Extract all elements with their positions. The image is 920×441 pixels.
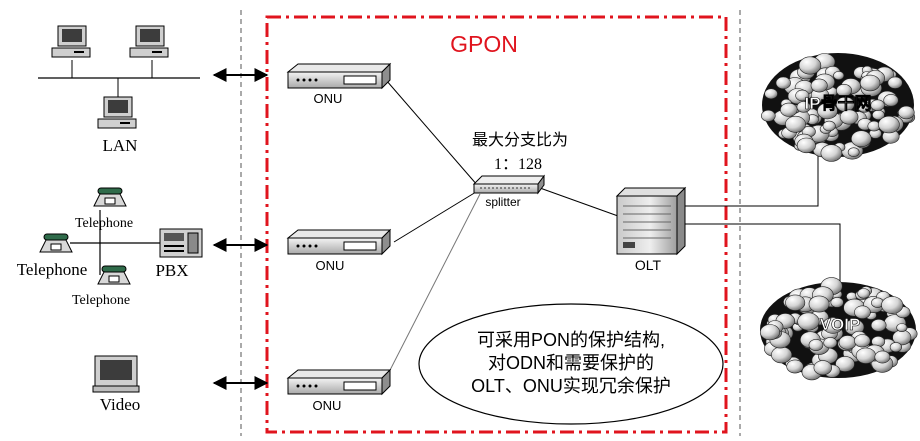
computer-icon — [129, 25, 169, 58]
cloud-pebble — [859, 74, 881, 92]
telephone-icon — [93, 187, 127, 207]
onu-label-3: ONU — [313, 398, 342, 413]
onu-device-1 — [286, 62, 392, 90]
video-group: Video — [92, 355, 141, 414]
cloud-pebble — [808, 339, 824, 351]
ip-backbone-cloud — [760, 53, 916, 162]
cloud-pebble — [835, 84, 852, 97]
lan-group: LAN — [38, 25, 200, 155]
telephone-icon — [97, 265, 131, 285]
cloud-pebble — [786, 359, 804, 374]
olt-uplink-voip — [685, 223, 841, 300]
cloud-pebble — [785, 115, 806, 133]
cloud-pebble — [838, 335, 857, 350]
cloud-pebble — [785, 294, 806, 311]
cloud-pebble — [798, 56, 822, 75]
video-terminal-icon — [92, 355, 140, 393]
cloud-pebble — [810, 78, 828, 93]
protection-note-line3: OLT、ONU实现冗余保护 — [471, 376, 671, 396]
pbx-icon — [159, 228, 203, 258]
telephony-group: Telephone Telephone Telephone PBX — [17, 187, 203, 308]
cloud-pebble — [854, 305, 871, 319]
fiber-line-olt — [539, 187, 619, 217]
telephone-label-left: Telephone — [17, 260, 88, 279]
cloud-pebble — [833, 71, 845, 81]
cloud-pebble — [764, 88, 778, 100]
cloud-pebble — [830, 297, 844, 308]
splitter-label: splitter — [485, 195, 520, 209]
splitter-device — [472, 174, 545, 195]
cloud-pebble — [808, 295, 830, 313]
cloud-pebble — [896, 323, 908, 332]
protection-note-ellipse — [418, 303, 724, 425]
telephone-label-bottom: Telephone — [72, 293, 130, 308]
voip-cloud — [759, 277, 918, 381]
cloud-pebble — [795, 89, 810, 102]
cloud-pebble — [857, 288, 871, 299]
cloud-pebble — [874, 350, 891, 364]
pbx-label: PBX — [155, 261, 188, 280]
cloud-pebble — [796, 137, 816, 154]
fiber-line-onu2 — [393, 191, 477, 243]
cloud-pebble — [887, 76, 903, 89]
cloud-pebble — [855, 347, 877, 364]
olt-label: OLT — [635, 257, 662, 273]
split-ratio-value: 1：128 — [494, 156, 542, 173]
split-ratio-title: 最大分支比为 — [472, 131, 568, 149]
onu-label-2: ONU — [316, 258, 345, 273]
onu-device-2 — [286, 228, 392, 256]
olt-device — [615, 186, 687, 256]
cloud-pebble — [820, 144, 843, 162]
cloud-pebble — [822, 317, 844, 334]
cloud-pebble — [839, 109, 859, 125]
cloud-pebble — [813, 360, 832, 376]
cloud-pebble — [897, 105, 915, 120]
cloud-pebble — [889, 342, 903, 353]
cloud-pebble — [870, 318, 887, 332]
protection-note-line2: 对ODN和需要保护的 — [488, 353, 654, 373]
cloud-pebble — [780, 102, 798, 117]
cloud-pebble — [850, 130, 872, 147]
cloud-pebble — [797, 312, 820, 331]
cloud-pebble — [775, 76, 791, 90]
cloud-pebble — [854, 334, 871, 348]
cloud-pebble — [847, 147, 860, 157]
computer-icon — [97, 96, 137, 129]
cloud-pebble — [760, 109, 776, 122]
cloud-pebble — [883, 94, 899, 107]
onu-label-1: ONU — [314, 91, 343, 106]
telephone-icon — [39, 233, 73, 253]
olt-uplink-ip — [685, 148, 819, 207]
gpon-title: GPON — [450, 31, 518, 57]
cloud-pebble — [759, 324, 780, 341]
ip-backbone-label: IP骨干网 — [804, 94, 871, 113]
voip-label: VOIP — [820, 315, 861, 334]
protection-note-line1: 可采用PON的保护结构, — [477, 330, 665, 350]
cloud-pebble — [817, 102, 838, 120]
telephone-label-top: Telephone — [75, 216, 133, 231]
video-label: Video — [100, 395, 141, 414]
onu-device-3 — [286, 368, 392, 396]
cloud-pebble — [822, 120, 836, 132]
cloud-pebble — [878, 115, 900, 134]
fiber-line-onu3 — [385, 193, 481, 379]
cloud-pebble — [823, 337, 838, 349]
computer-icon — [51, 25, 91, 58]
cloud-pebble — [881, 296, 904, 315]
fiber-line-onu1 — [385, 79, 479, 187]
cloud-pebble — [870, 99, 885, 111]
cloud-pebble — [796, 101, 811, 113]
cloud-pebble — [771, 346, 793, 364]
lan-label: LAN — [103, 136, 138, 155]
gpon-frame — [265, 15, 728, 434]
cloud-pebble — [835, 356, 855, 372]
